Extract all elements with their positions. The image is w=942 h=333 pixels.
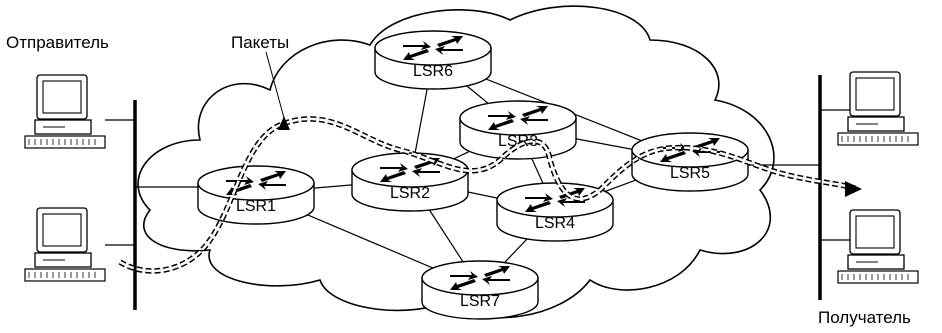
router-arrows-icon <box>488 106 548 130</box>
router-lsr2: LSR2 <box>351 152 469 212</box>
receiver-computer-1 <box>837 71 919 146</box>
router-label-lsr3: LSR3 <box>498 133 538 150</box>
receiver-computer-2 <box>837 209 919 284</box>
router-arrows-icon <box>380 158 440 182</box>
router-lsr7: LSR7 <box>421 260 539 320</box>
router-label-lsr7: LSR7 <box>460 293 500 310</box>
sender-label: Отправитель <box>6 33 109 52</box>
sender-computer-2 <box>24 207 106 282</box>
router-label-lsr1: LSR1 <box>236 198 276 215</box>
router-lsr1: LSR1 <box>197 165 315 225</box>
router-label-lsr4: LSR4 <box>535 215 575 232</box>
router-label-lsr5: LSR5 <box>670 165 710 182</box>
router-lsr3: LSR3 <box>459 100 577 160</box>
router-label-lsr2: LSR2 <box>390 185 430 202</box>
router-arrows-icon <box>450 266 510 290</box>
computers-layer <box>24 71 919 284</box>
router-lsr4: LSR4 <box>496 182 614 242</box>
router-arrows-icon <box>403 36 463 60</box>
sender-computer-1 <box>24 74 106 149</box>
router-arrows-icon <box>525 188 585 212</box>
ethernet-layer <box>105 75 850 310</box>
packet-path-inner <box>119 117 856 273</box>
router-lsr6: LSR6 <box>374 30 492 90</box>
packets-label-pointer <box>265 51 285 119</box>
packet-arrowhead <box>845 181 862 197</box>
packets-label-arrowhead <box>278 116 290 130</box>
router-label-lsr6: LSR6 <box>413 63 453 80</box>
receiver-label: Получатель <box>818 308 911 327</box>
router-lsr5: LSR5 <box>631 132 749 192</box>
packets-label: Пакеты <box>231 33 290 52</box>
